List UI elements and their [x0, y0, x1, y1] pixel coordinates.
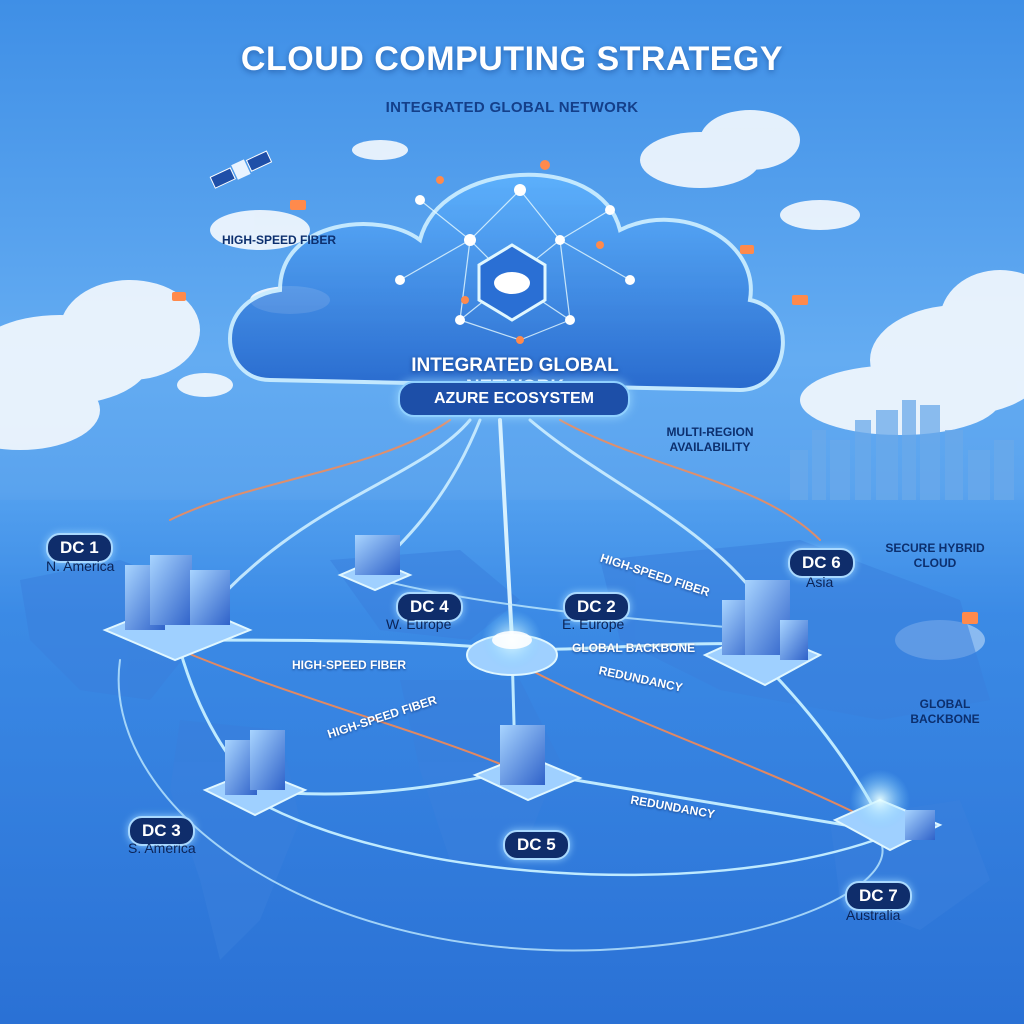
dc2-badge: DC 2	[563, 592, 630, 622]
dc3-building	[202, 730, 308, 817]
dc-platforms	[102, 535, 943, 852]
label-high-speed-fiber: HIGH-SPEED FIBER	[222, 233, 337, 247]
dc4-region: W. Europe	[386, 616, 452, 632]
satellite-icon	[209, 150, 273, 189]
dc3-badge: DC 3	[128, 816, 195, 846]
dc1-badge: DC 1	[46, 533, 113, 563]
dc3-region: S. America	[128, 840, 196, 856]
link-label-fiber-left: HIGH-SPEED FIBER	[292, 658, 407, 672]
dc1-region: N. America	[46, 558, 115, 574]
dc7-region: Australia	[846, 907, 901, 923]
background-clouds	[0, 110, 1024, 660]
label-global-backbone: GLOBAL BACKBONE	[910, 697, 980, 726]
dc1-building	[102, 555, 253, 662]
dc7-badge: DC 7	[845, 881, 912, 911]
orange-tag-icons	[172, 200, 978, 624]
label-secure-hybrid: SECURE HYBRID CLOUD	[885, 541, 985, 570]
link-label-global-backbone: GLOBAL BACKBONE	[572, 641, 696, 655]
dc2-region: E. Europe	[562, 616, 625, 632]
azure-ecosystem-pill: AZURE ECOSYSTEM	[398, 381, 630, 417]
dc2-hub	[466, 610, 558, 676]
header: CLOUD COMPUTING STRATEGY INTEGRATED GLOB…	[0, 40, 1024, 116]
page-subtitle: INTEGRATED GLOBAL NETWORK	[385, 99, 639, 116]
dc5-badge: DC 5	[503, 830, 570, 860]
label-multi-region: MULTI-REGION AVAILABILITY	[666, 425, 754, 454]
page-title: CLOUD COMPUTING STRATEGY	[240, 40, 784, 78]
dc4-badge: DC 4	[396, 592, 463, 622]
dc6-building	[702, 580, 823, 687]
city-skyline	[790, 400, 1014, 500]
dc7-hub	[832, 770, 943, 852]
dc4-building	[337, 535, 413, 592]
central-cloud	[228, 160, 785, 393]
dc6-region: Asia	[806, 574, 834, 590]
dc6-badge: DC 6	[788, 548, 855, 578]
dc5-building	[472, 725, 583, 802]
